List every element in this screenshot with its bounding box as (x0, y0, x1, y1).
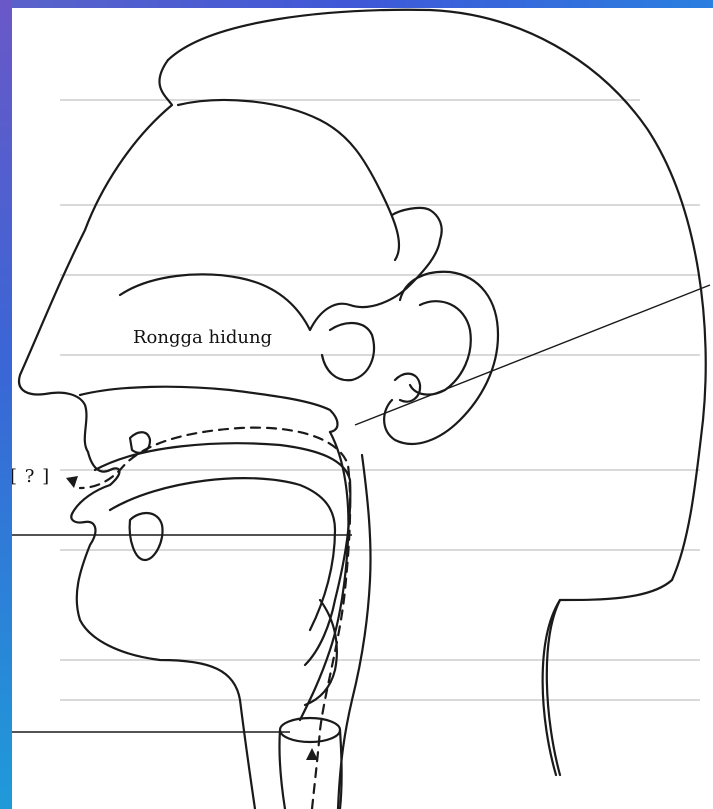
oral-cavity (95, 443, 350, 665)
face-profile (19, 60, 255, 809)
slide-border-left (0, 0, 12, 809)
nasal-turbinate (322, 323, 374, 380)
airflow-arrow-up (306, 748, 318, 760)
nasal-cavity-label: Rongga hidung (133, 327, 272, 348)
nasal-cavity-upper (120, 208, 442, 330)
pharynx-back (338, 455, 371, 809)
ear-canal (395, 374, 420, 402)
airflow-path (80, 428, 350, 809)
tongue (110, 478, 335, 630)
sinus-contour (178, 100, 399, 260)
airflow-arrow-out (66, 476, 78, 488)
slide-border-top (0, 0, 713, 8)
hard-palate (80, 387, 338, 432)
ear-outer (384, 272, 498, 444)
unknown-output-label: [ ? ] (10, 466, 50, 487)
uvula-lower (130, 513, 163, 560)
vocal-cords (280, 718, 340, 742)
